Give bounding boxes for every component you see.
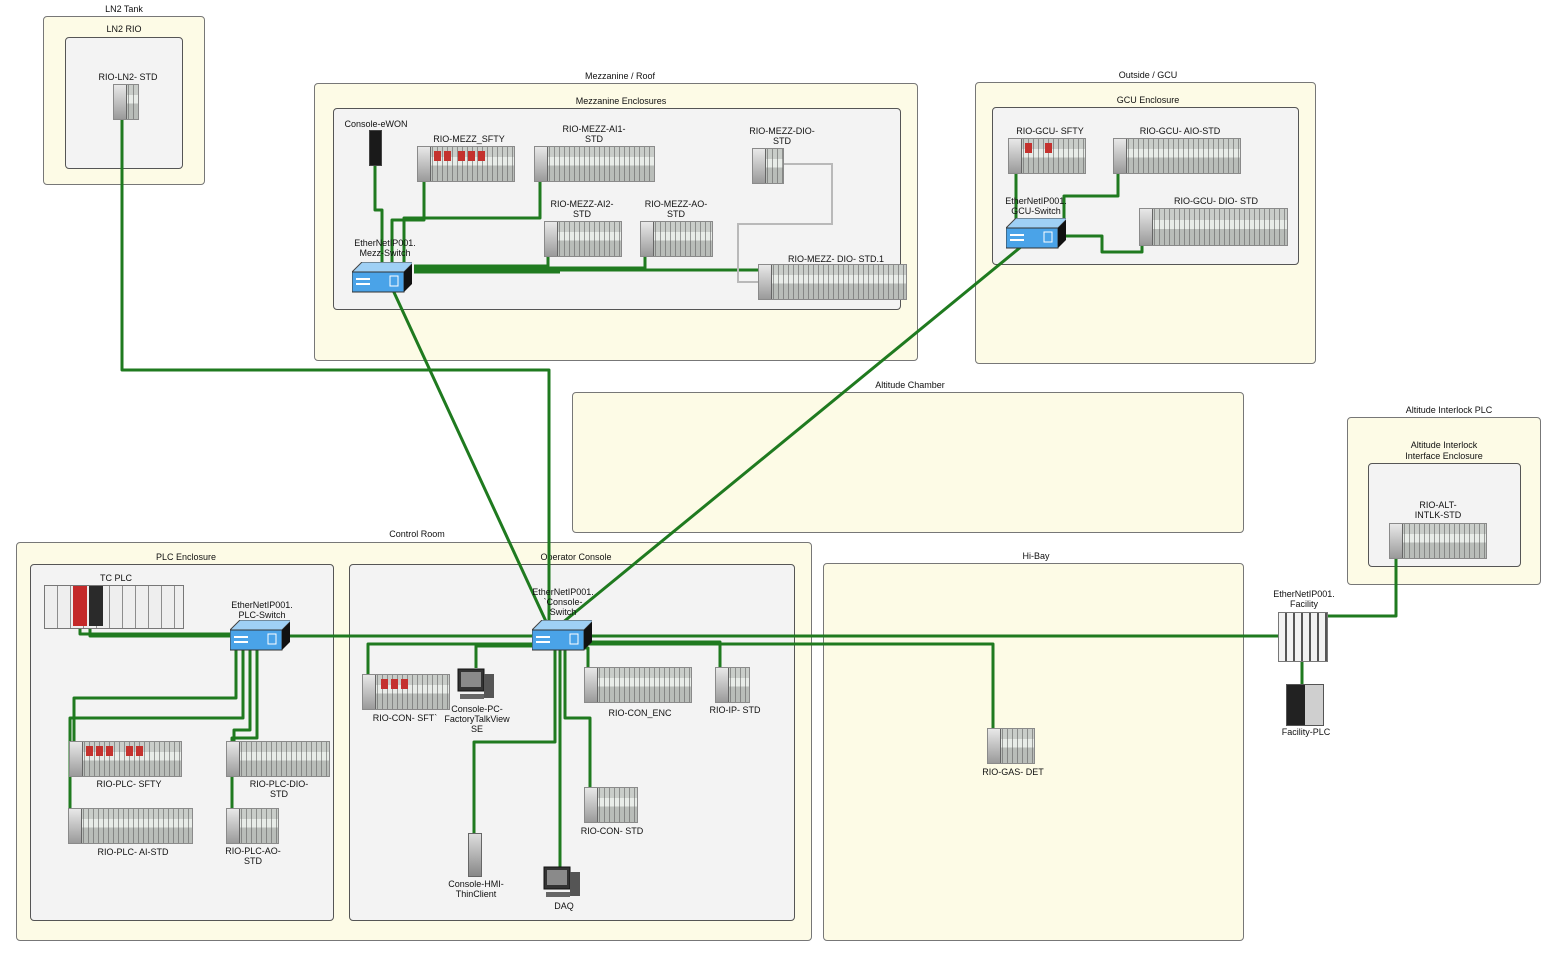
- rio-mezz-ai1-std-label: RIO-MEZZ-AI1- STD: [562, 124, 626, 144]
- rio-plc-sfty-module[interactable]: [69, 741, 182, 777]
- rio-plc-dio-std-label: RIO-PLC-DIO- STD: [249, 779, 309, 799]
- wire-mezzai1: [402, 180, 542, 266]
- zone-altitude-chamber: [572, 392, 1244, 533]
- rio-alt-intlk-std-label: RIO-ALT- INTLK-STD: [1414, 500, 1462, 520]
- facility-switch-device[interactable]: [1278, 612, 1328, 662]
- wire-con-sft: [366, 642, 535, 680]
- facility-switch-label: EtherNetIP001. Facility: [1273, 589, 1335, 609]
- rio-alt-intlk-std-module[interactable]: [1389, 523, 1487, 559]
- daq-label: DAQ: [554, 901, 574, 911]
- mezz-switch-icon[interactable]: [352, 262, 412, 294]
- rio-plc-sfty-label: RIO-PLC- SFTY: [96, 779, 162, 789]
- rio-gas-det-module[interactable]: [987, 728, 1035, 764]
- wire-con-ip: [575, 640, 722, 668]
- wire-gcu-console: [555, 244, 1023, 630]
- rio-gcu-dio-std-module[interactable]: [1139, 208, 1288, 246]
- rio-gcu-dio-std-label: RIO-GCU- DIO- STD: [1174, 196, 1258, 206]
- gcu-switch-label: EtherNetIP001. GCU-Switch: [1005, 196, 1067, 216]
- rio-plc-ao-std-label: RIO-PLC-AO- STD: [225, 846, 281, 866]
- console-ewon-label: Console-eWON: [344, 119, 408, 129]
- facility-plc-label: Facility-PLC: [1281, 727, 1331, 737]
- zone-ln2-tank-title: LN2 Tank: [105, 4, 143, 14]
- console-switch-icon[interactable]: [532, 620, 592, 652]
- wire-gcudio: [1066, 234, 1144, 254]
- rio-mezz-dio-std-module[interactable]: [752, 148, 784, 184]
- console-hmi-label: Console-HMI- ThinClient: [448, 879, 504, 899]
- zone-outside-gcu-title: Outside / GCU: [1118, 70, 1178, 80]
- zone-mezz-roof-title: Mezzanine / Roof: [584, 71, 656, 81]
- plc-switch-label: EtherNetIP001. PLC-Switch: [231, 600, 293, 620]
- enclosure-operator-console-title: Operator Console: [540, 552, 612, 562]
- rio-gcu-sfty-label: RIO-GCU- SFTY: [1016, 126, 1084, 136]
- rio-mezz-ai1-std-module[interactable]: [534, 146, 655, 182]
- wire-gcuaio: [1062, 174, 1120, 228]
- rio-mezz-sfty-module[interactable]: [417, 146, 515, 182]
- rio-gcu-aio-std-module[interactable]: [1113, 138, 1241, 174]
- enclosure-plc-title: PLC Enclosure: [155, 552, 217, 562]
- tc-plc-label: TC PLC: [99, 573, 133, 583]
- mezz-switch-label: EtherNetIP001. Mezz-Switch: [354, 238, 416, 258]
- rio-mezz-dio-std-label: RIO-MEZZ-DIO- STD: [749, 126, 815, 146]
- zone-hi-bay-title: Hi-Bay: [1022, 551, 1050, 561]
- gcu-switch-icon[interactable]: [1006, 218, 1066, 250]
- tc-plc-chassis[interactable]: [44, 585, 184, 629]
- wire-facility-alt: [1325, 553, 1398, 618]
- rio-mezz-dio-std-1-label: RIO-MEZZ- DIO- STD.1: [788, 254, 884, 264]
- wire-mezzdio-loop: [737, 163, 833, 283]
- rio-ln2-std-module[interactable]: [113, 84, 139, 120]
- rio-ip-std-module[interactable]: [715, 667, 750, 703]
- enclosure-mezzanine-title: Mezzanine Enclosures: [575, 96, 667, 106]
- wire-con-hmi: [472, 650, 557, 838]
- zone-control-room-title: Control Room: [389, 529, 445, 539]
- rio-plc-ai-std-module[interactable]: [68, 808, 193, 844]
- console-pc-icon[interactable]: [456, 668, 494, 700]
- wire-plcsw-sfty: [72, 648, 238, 770]
- wire-mezz-console: [390, 287, 551, 629]
- rio-con-sft-module[interactable]: [362, 674, 450, 710]
- wire-con-std: [563, 650, 592, 790]
- rio-gcu-aio-std-label: RIO-GCU- AIO-STD: [1139, 126, 1221, 136]
- rio-con-std-module[interactable]: [584, 787, 638, 823]
- daq-icon[interactable]: [542, 866, 580, 898]
- rio-gas-det-label: RIO-GAS- DET: [982, 767, 1044, 777]
- enclosure-ln2-rio-title: LN2 RIO: [106, 24, 142, 34]
- wire-ewon-mezz: [373, 164, 384, 266]
- enclosure-gcu-title: GCU Enclosure: [1116, 95, 1180, 105]
- rio-plc-ao-std-module[interactable]: [226, 808, 279, 844]
- wire-con-gas: [580, 642, 995, 730]
- plc-switch-icon[interactable]: [230, 620, 290, 652]
- rio-plc-dio-std-module[interactable]: [226, 741, 330, 777]
- wire-mezzao: [414, 256, 647, 270]
- rio-plc-ai-std-label: RIO-PLC- AI-STD: [97, 847, 169, 857]
- rio-mezz-dio-std-1-module[interactable]: [758, 264, 907, 300]
- wire-con-pc: [474, 644, 540, 668]
- rio-ip-std-label: RIO-IP- STD: [709, 705, 761, 715]
- wire-plcsw-ao: [230, 648, 259, 835]
- rio-con-enc-module[interactable]: [584, 667, 692, 703]
- rio-mezz-ai2-std-label: RIO-MEZZ-AI2- STD: [550, 199, 614, 219]
- rio-con-std-label: RIO-CON- STD: [580, 826, 644, 836]
- console-ewon-device[interactable]: [369, 130, 382, 166]
- rio-mezz-ao-std-label: RIO-MEZZ-AO- STD: [644, 199, 708, 219]
- rio-con-enc-label: RIO-CON_ENC: [608, 708, 672, 718]
- rio-gcu-sfty-module[interactable]: [1008, 138, 1086, 174]
- console-switch-label: EtherNetIP001. `Console- Switch: [532, 587, 594, 617]
- rio-ln2-std-label: RIO-LN2- STD: [98, 72, 158, 82]
- wire-mezzsfty: [390, 180, 426, 266]
- rio-mezz-ai2-std-module[interactable]: [544, 221, 622, 257]
- enclosure-altitude-interlock-title: Altitude Interlock Interface Enclosure: [1405, 440, 1483, 461]
- console-hmi-device[interactable]: [468, 833, 482, 877]
- wire-ln2-console: [120, 118, 551, 628]
- facility-plc-device[interactable]: [1286, 684, 1324, 726]
- wire-mezzai2: [414, 256, 550, 268]
- console-pc-label: Console-PC- FactoryTalkView SE: [444, 704, 510, 734]
- zone-altitude-interlock-plc-title: Altitude Interlock PLC: [1405, 405, 1493, 415]
- rio-con-sft-label: RIO-CON- SFT`: [372, 713, 438, 723]
- zone-altitude-chamber-title: Altitude Chamber: [875, 380, 945, 390]
- rio-mezz-sfty-label: RIO-MEZZ_SFTY: [433, 134, 505, 144]
- rio-mezz-ao-std-module[interactable]: [640, 221, 713, 257]
